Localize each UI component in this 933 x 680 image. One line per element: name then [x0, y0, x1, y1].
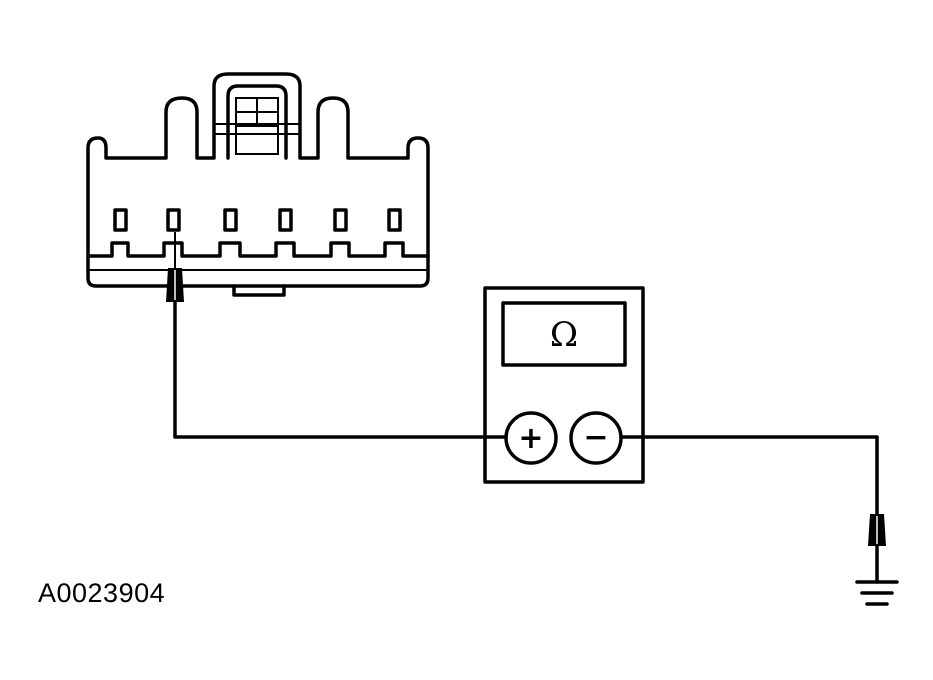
ohmmeter-icon: Ω + − [482, 286, 646, 484]
positive-terminal [504, 411, 558, 465]
positive-terminal-label: + [518, 421, 543, 456]
connector-icon [86, 72, 430, 297]
figure-id: A0023904 [38, 578, 166, 608]
ground-symbol-icon [855, 514, 899, 606]
meter-display [501, 301, 627, 367]
negative-terminal-label: − [583, 420, 608, 455]
test-lead-negative [619, 435, 879, 516]
test-lead-positive [173, 300, 508, 439]
meter-display-symbol: Ω [550, 315, 578, 355]
probe-icon [166, 232, 184, 302]
